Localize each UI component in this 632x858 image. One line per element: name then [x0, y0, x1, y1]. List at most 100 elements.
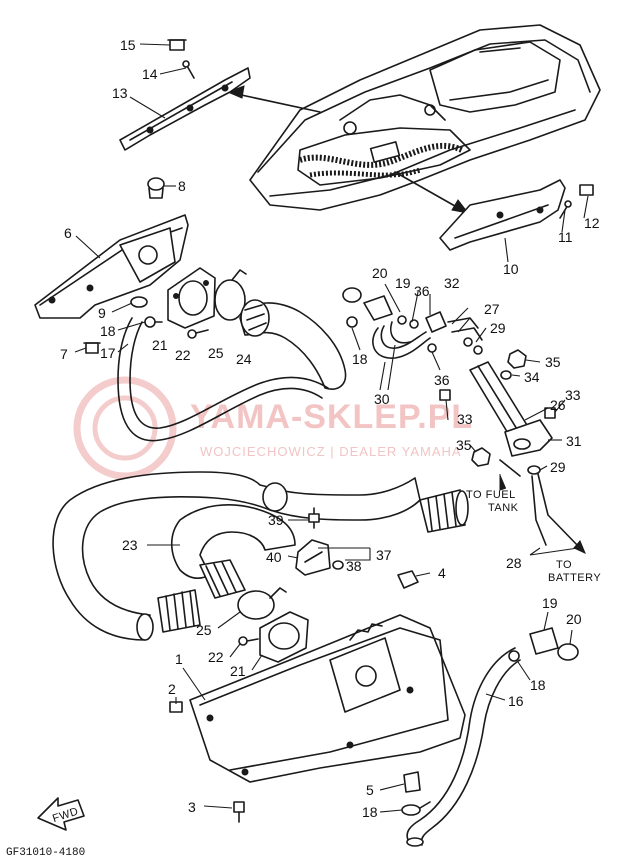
- callout-18c: 18: [530, 677, 546, 693]
- hose-24: [239, 299, 347, 390]
- callout-1: 1: [175, 651, 183, 667]
- fitting-19-body: [363, 295, 393, 321]
- clip-29-lower-ring: [527, 465, 541, 475]
- plate-1-bolt-3: [346, 741, 354, 749]
- wire-28-c: [499, 459, 521, 477]
- bolt-3: [233, 801, 245, 823]
- screw-39-head: [308, 513, 320, 523]
- hose-17-line-a: [117, 317, 323, 442]
- leader-30: [379, 344, 396, 391]
- leader-18a: [117, 321, 146, 331]
- bellows-middle-body: [199, 559, 246, 599]
- hull-hose-pattern-2: [309, 167, 421, 178]
- cover-13-hole-3: [221, 84, 229, 92]
- bracket-6-bolt-2: [48, 296, 56, 304]
- callout-20a: 20: [372, 265, 388, 281]
- watermark-title: YAMA-SKLEP.PL: [190, 398, 473, 436]
- callout-24: 24: [236, 351, 252, 367]
- plate-1-bolt-2: [241, 768, 249, 776]
- plug-7-body: [85, 342, 99, 354]
- hull-fitting: [343, 121, 357, 135]
- callout-33a: 33: [457, 411, 473, 427]
- bolt-3-head: [233, 801, 245, 813]
- clamp-40-line: [304, 551, 323, 563]
- clamp-9-ring: [130, 296, 148, 308]
- nut-35-upper: [507, 349, 527, 369]
- callout-numbers: 15 14 13 8 6 12 11 10 20 19 36 32 27 29 …: [60, 37, 600, 820]
- bolt-33-right: [544, 407, 556, 419]
- hull-hose-pattern: [299, 142, 464, 168]
- leader-12: [583, 195, 589, 219]
- holder-26-inner: [477, 365, 521, 435]
- hull-seat-ridge: [449, 47, 549, 101]
- callout-18d: 18: [362, 804, 378, 820]
- fitting-19-upper: [363, 295, 393, 321]
- cap-20-lower: [557, 643, 579, 661]
- cap-12: [579, 184, 594, 196]
- leader-20b: [569, 629, 573, 645]
- callout-27: 27: [484, 301, 500, 317]
- clamp-9: [130, 296, 148, 308]
- note-fuel-line2: TANK: [488, 502, 519, 514]
- bolt-22-head: [187, 329, 197, 339]
- leader-35a: [525, 359, 541, 363]
- plate-1-body: [189, 614, 466, 783]
- arrow-to-cover-13: [231, 92, 321, 113]
- fwd-arrow-shape: [37, 797, 85, 831]
- callout-4: 4: [438, 565, 446, 581]
- leader-36a: [384, 283, 431, 323]
- bellows-middle: [199, 559, 246, 599]
- callout-32: 32: [444, 275, 460, 291]
- leader-14: [159, 67, 187, 75]
- bolt-22-lower-shaft: [246, 638, 259, 642]
- cover-10-hole-2: [536, 206, 544, 214]
- callout-11: 11: [558, 229, 573, 245]
- callout-38: 38: [346, 558, 362, 574]
- hull-fitting-2: [424, 104, 436, 116]
- callout-35b: 35: [456, 437, 472, 453]
- clip-36-b: [409, 319, 419, 329]
- plate-1-ribs: [349, 623, 383, 641]
- arrow-to-battery: [573, 540, 586, 554]
- holder-31-port: [513, 438, 531, 450]
- bellows-right: [419, 489, 469, 533]
- hull-bow-rail: [269, 109, 576, 197]
- callout-6: 6: [64, 225, 72, 241]
- bolt-22-upper: [187, 329, 209, 339]
- band-25-lower-tab: [269, 587, 287, 599]
- bellows-lower-left: [157, 589, 201, 633]
- clip-18-lower-tab: [419, 801, 431, 809]
- clamp-40: [295, 539, 331, 576]
- clip-18-right: [508, 650, 520, 662]
- leader-9: [111, 302, 133, 313]
- hoses-27: [447, 317, 483, 341]
- bellows-middle-ribs: [205, 561, 237, 597]
- bellows-right-ribs: [427, 491, 457, 531]
- clip-18-upper: [346, 316, 358, 328]
- joint-21-port: [178, 280, 208, 316]
- callout-21b: 21: [230, 663, 246, 679]
- callout-7: 7: [60, 346, 68, 362]
- leader-10: [504, 237, 509, 263]
- leader-37: [318, 547, 371, 561]
- washer-34: [500, 370, 512, 380]
- hose-23-end-b: [136, 613, 154, 641]
- leader-11: [561, 209, 566, 233]
- callout-25b: 25: [196, 622, 212, 638]
- clips-29-upper: [463, 337, 483, 355]
- hull-seat: [429, 41, 561, 113]
- band-25-lower-ring: [237, 590, 275, 620]
- leader-17: [117, 343, 129, 353]
- watermark-logo: [73, 376, 177, 480]
- callout-37: 37: [376, 547, 392, 563]
- plug-4-body: [397, 570, 419, 589]
- tube-30-line-b: [380, 325, 427, 349]
- fitting-19-lower-body: [529, 627, 559, 655]
- fitting-5: [403, 771, 421, 793]
- wire-28-a: [531, 475, 547, 546]
- plate-1-inner: [199, 627, 449, 771]
- fitting-32-body: [425, 311, 447, 333]
- leader-34: [511, 374, 521, 377]
- cover-10-hole: [496, 211, 504, 219]
